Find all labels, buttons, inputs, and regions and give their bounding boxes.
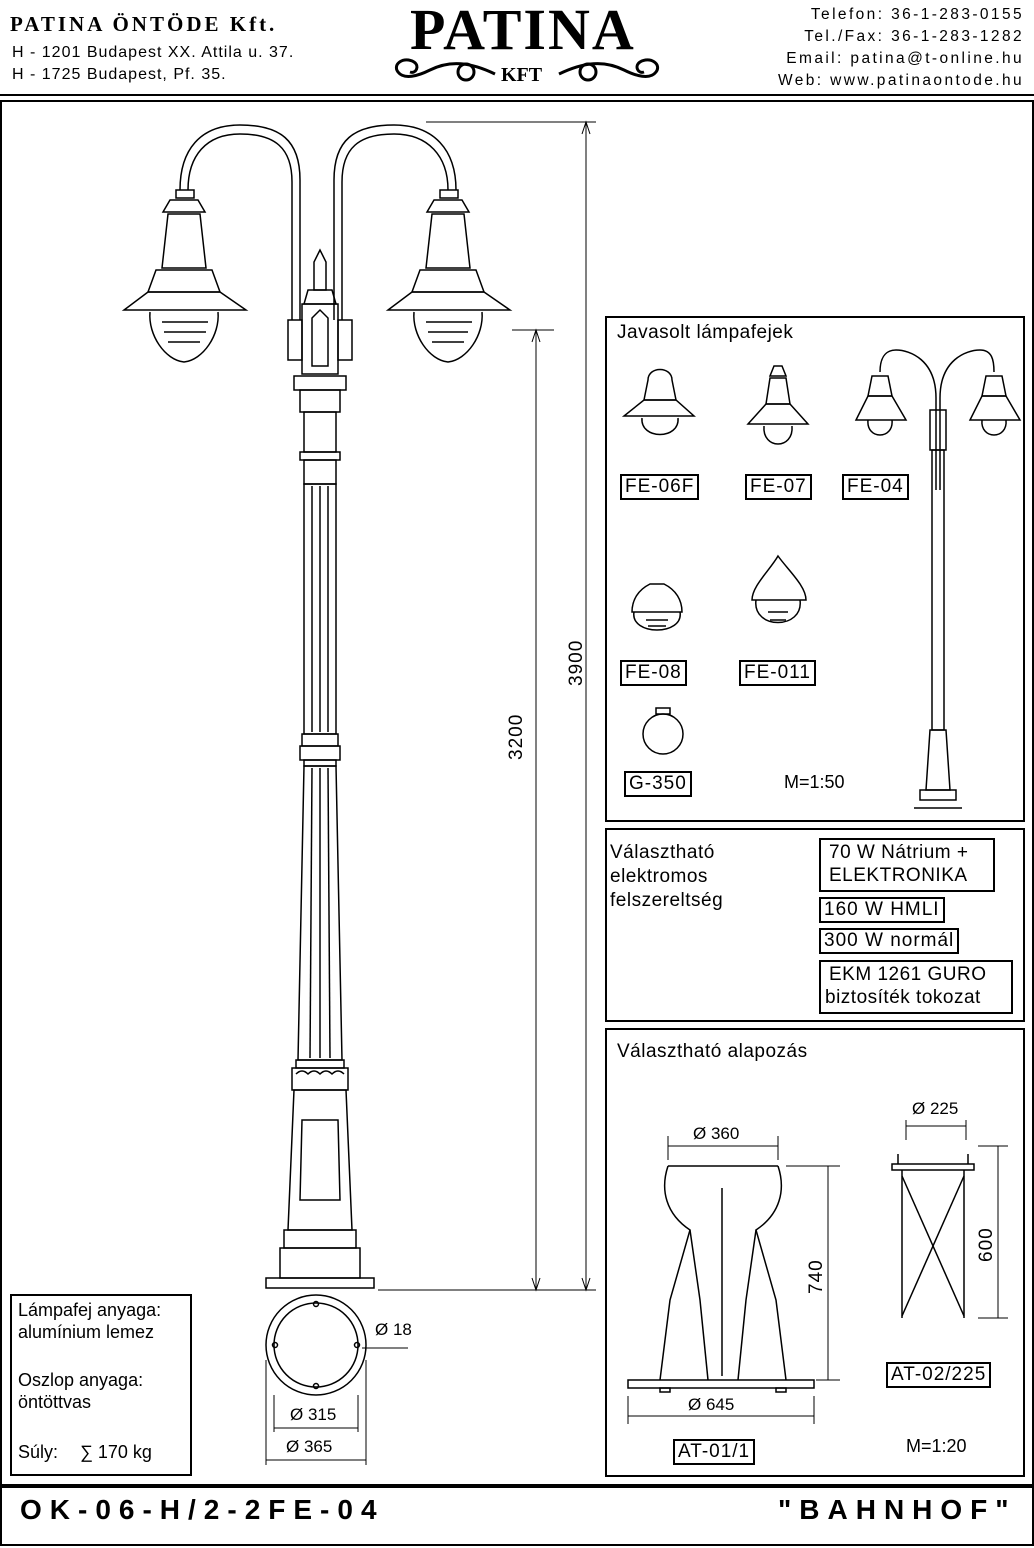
base-outer-diameter: Ø 365	[286, 1437, 333, 1456]
address-line-1: H - 1201 Budapest XX. Attila u. 37.	[12, 44, 295, 61]
head-material-value: alumínium lemez	[18, 1322, 155, 1342]
option-natrium-line1: 70 W Nátrium +	[829, 842, 969, 863]
at01-code[interactable]: AT-01/1	[673, 1439, 756, 1465]
post-material-value: öntöttvas	[18, 1392, 92, 1412]
dim-shaft-height: 3200	[506, 713, 527, 760]
lamp-head-fe-08[interactable]: FE-08	[620, 660, 687, 686]
at02-code[interactable]: AT-02/225	[886, 1362, 992, 1388]
option-natrium-electronics[interactable]: 70 W Nátrium + ELEKTRONIKA	[819, 838, 995, 892]
at01-height: 740	[806, 1259, 827, 1294]
contact-phone: Telefon: 36-1-283-0155	[810, 6, 1024, 23]
option-160w-hmli[interactable]: 160 W HMLI	[819, 897, 945, 923]
logo-subtitle: KFT	[501, 64, 543, 86]
base-inner-diameter: Ø 315	[290, 1405, 337, 1424]
at01-bottom-diameter: Ø 645	[688, 1395, 735, 1414]
product-name: "BAHNHOF"	[778, 1494, 1017, 1525]
lamp-head-fe-04[interactable]: FE-04	[842, 474, 909, 500]
footer-bar	[0, 1486, 1034, 1546]
product-code: OK-06-H/2-2FE-04	[20, 1494, 385, 1525]
logo-title: PATINA	[410, 0, 636, 62]
contact-fax: Tel./Fax: 36-1-283-1282	[804, 28, 1024, 45]
option-300w-normal[interactable]: 300 W normál	[819, 928, 960, 954]
lamp-heads-scale: M=1:50	[784, 772, 845, 792]
lamp-head-fe-07[interactable]: FE-07	[745, 474, 812, 500]
weight-label: Súly:	[18, 1442, 59, 1462]
drawing-frame	[0, 100, 1034, 1486]
lamp-head-g-350[interactable]: G-350	[624, 771, 692, 797]
lamp-head-fe-06f[interactable]: FE-06F	[620, 474, 700, 500]
bolt-hole-diameter: Ø 18	[375, 1320, 412, 1339]
foundation-title: Választható alapozás	[617, 1041, 808, 1062]
electrical-panel	[605, 828, 1025, 1022]
foundation-scale: M=1:20	[906, 1436, 967, 1456]
option-fuse-line1: EKM 1261 GURO	[829, 964, 987, 985]
lamp-heads-title: Javasolt lámpafejek	[617, 322, 794, 343]
electrical-title-3: felszereltség	[610, 890, 724, 911]
post-material-label: Oszlop anyaga:	[18, 1370, 144, 1390]
option-fuse-line2: biztosíték tokozat	[825, 987, 981, 1008]
at01-top-diameter: Ø 360	[693, 1124, 740, 1143]
at02-diameter: Ø 225	[912, 1099, 959, 1118]
electrical-title-2: elektromos	[610, 866, 708, 887]
option-fuse-box[interactable]: EKM 1261 GURO biztosíték tokozat	[819, 960, 1013, 1014]
contact-web[interactable]: Web: www.patinaontode.hu	[777, 72, 1024, 89]
lamp-head-fe-011[interactable]: FE-011	[739, 660, 816, 686]
materials-box: Lámpafej anyaga: alumínium lemez Oszlop …	[10, 1294, 192, 1476]
weight-value: ∑ 170 kg	[80, 1442, 152, 1462]
header-divider	[0, 94, 1034, 96]
lamp-heads-panel: Javasolt lámpafejek	[605, 316, 1025, 822]
option-natrium-line2: ELEKTRONIKA	[829, 865, 968, 886]
contact-email[interactable]: Email: patina@t-online.hu	[786, 50, 1024, 67]
head-material-label: Lámpafej anyaga:	[18, 1300, 162, 1320]
at02-height: 600	[976, 1227, 997, 1262]
address-line-2: H - 1725 Budapest, Pf. 35.	[12, 66, 227, 83]
electrical-title-1: Választható	[610, 842, 715, 863]
dim-total-height: 3900	[566, 639, 587, 686]
company-name: PATINA ÖNTÖDE Kft.	[10, 12, 278, 36]
foundation-panel: Választható alapozás	[605, 1028, 1025, 1477]
